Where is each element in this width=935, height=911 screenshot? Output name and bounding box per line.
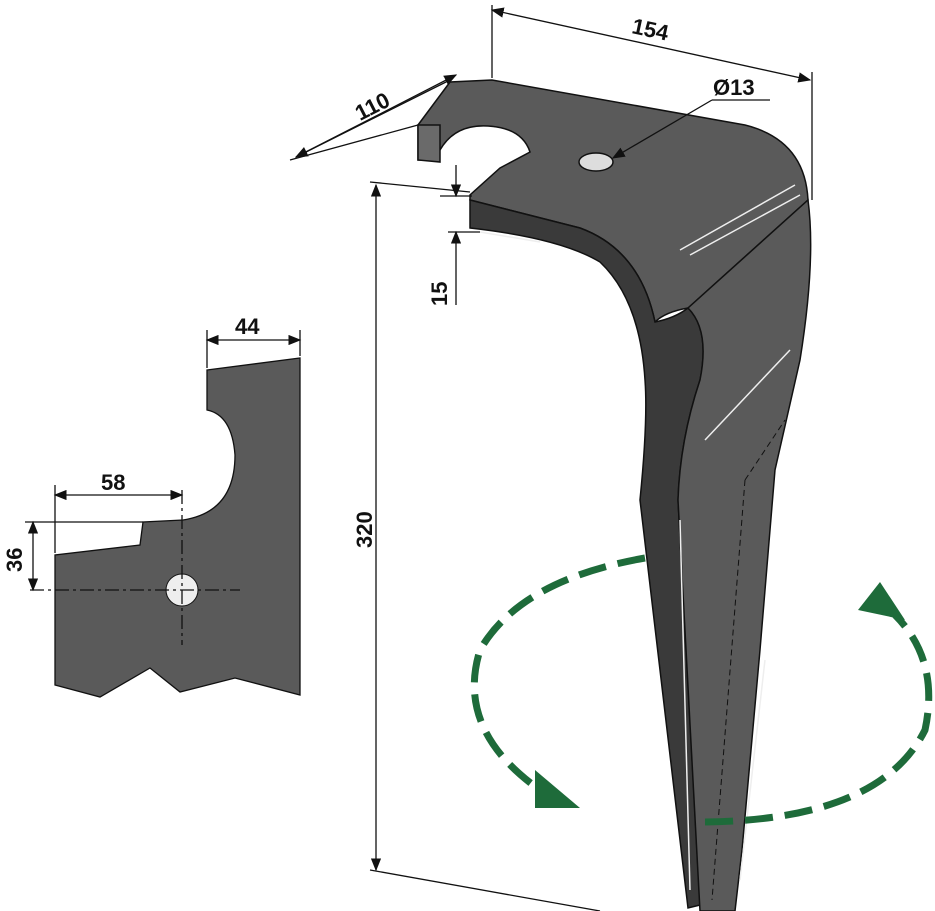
dim-58: 58 (101, 470, 125, 495)
rotation-arrowhead-left (535, 770, 580, 808)
dim-hole-diameter: Ø13 (713, 75, 755, 100)
blade-side-face (677, 198, 812, 911)
rotation-arrowhead-right (858, 582, 905, 620)
blade-highlights (479, 184, 801, 891)
dim-36: 36 (2, 548, 27, 572)
dim-320: 320 (352, 511, 377, 548)
hidden-edge (711, 419, 786, 901)
dim-154: 154 (630, 13, 672, 45)
dimension-lines (289, 5, 813, 911)
dim-15: 15 (427, 282, 452, 306)
dim-44: 44 (235, 314, 260, 339)
blade-slot-face (417, 124, 441, 163)
bolt-hole (578, 152, 614, 172)
tine-blade (417, 79, 812, 911)
dim-110: 110 (351, 87, 394, 125)
detail-view: 44 58 36 (2, 314, 302, 698)
detail-shape (54, 357, 301, 698)
rotation-arrow (470, 554, 933, 826)
